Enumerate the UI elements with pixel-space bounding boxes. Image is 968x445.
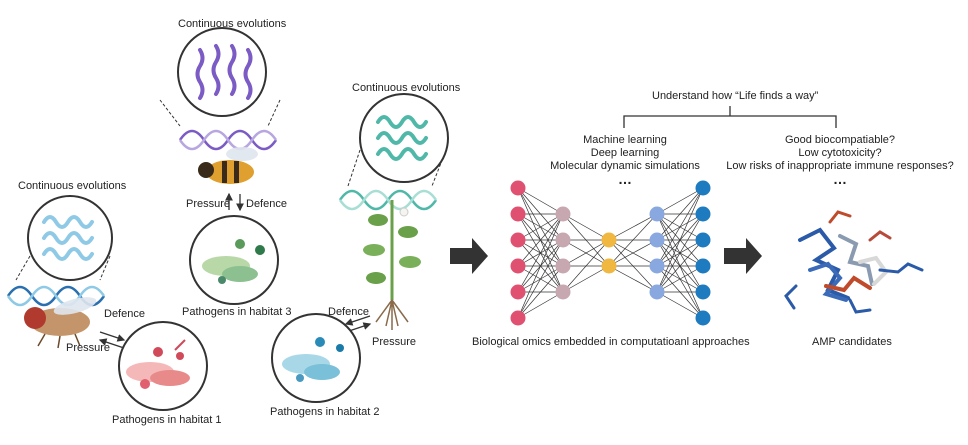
nn-edge bbox=[656, 187, 704, 241]
nn-node bbox=[555, 206, 571, 222]
nn-node bbox=[649, 284, 665, 300]
nn-edge bbox=[656, 187, 704, 293]
nn-edge bbox=[517, 291, 564, 319]
defence-label-2: Defence bbox=[328, 306, 369, 318]
methods-list: Machine learning Deep learning Molecular… bbox=[540, 134, 710, 186]
pathogen-icon bbox=[126, 339, 190, 389]
nn-node bbox=[649, 232, 665, 248]
pathogen-icon bbox=[282, 337, 344, 382]
nn-node bbox=[601, 232, 617, 248]
nn-node bbox=[510, 284, 526, 300]
habitat2-label: Pathogens in habitat 2 bbox=[270, 406, 380, 418]
helix-icon bbox=[195, 44, 253, 100]
nn-edge bbox=[656, 187, 704, 215]
nn-node bbox=[695, 180, 711, 196]
pressure-label-1: Pressure bbox=[66, 342, 111, 354]
defence-arrow-1 bbox=[99, 331, 126, 342]
nn-node bbox=[510, 206, 526, 222]
question-cytotoxicity: Low cytotoxicity? bbox=[798, 147, 882, 159]
nn-node bbox=[695, 206, 711, 222]
nn-edge bbox=[562, 265, 610, 293]
nn-edge bbox=[517, 213, 564, 267]
nn-edge bbox=[656, 239, 704, 293]
nn-edge bbox=[517, 213, 564, 319]
continuous-evolutions-label-bee: Continuous evolutions bbox=[178, 18, 287, 30]
helix-circle-fly bbox=[27, 195, 113, 281]
nn-node bbox=[555, 284, 571, 300]
continuous-evolutions-label-fly: Continuous evolutions bbox=[18, 180, 127, 192]
top-bracket bbox=[623, 106, 837, 128]
helix-icon bbox=[376, 115, 428, 161]
nn-edge bbox=[517, 239, 564, 319]
question-biocompatible: Good biocompatiable? bbox=[784, 134, 896, 146]
nn-edge bbox=[656, 265, 704, 293]
nn-node bbox=[510, 258, 526, 274]
understand-label: Understand how “Life finds a way” bbox=[652, 90, 819, 102]
nn-edge bbox=[517, 213, 564, 241]
nn-node bbox=[649, 258, 665, 274]
nn-edge bbox=[562, 239, 610, 293]
nn-edge bbox=[608, 265, 658, 293]
pathogen-circle-1 bbox=[118, 321, 208, 411]
nn-edge bbox=[656, 291, 704, 319]
nn-node bbox=[601, 258, 617, 274]
nn-node bbox=[649, 206, 665, 222]
fly-icon bbox=[24, 297, 97, 349]
habitat1-label: Pathogens in habitat 1 bbox=[112, 414, 222, 426]
nn-edge bbox=[608, 213, 658, 267]
pathogen-icon bbox=[202, 239, 265, 284]
nn-edge bbox=[517, 187, 564, 215]
nn-edge bbox=[608, 213, 658, 241]
method-md-simulations: Molecular dynamic simulations bbox=[550, 160, 700, 172]
dna-icon bbox=[338, 189, 438, 211]
nn-node bbox=[555, 258, 571, 274]
questions-ellipsis: … bbox=[833, 171, 847, 187]
nn-node bbox=[695, 232, 711, 248]
helix-icon bbox=[42, 215, 94, 261]
question-immune: Low risks of inappropriate immune respon… bbox=[726, 160, 954, 172]
arrow-icon bbox=[450, 238, 488, 274]
amp-caption: AMP candidates bbox=[812, 336, 892, 348]
dna-icon bbox=[178, 129, 278, 151]
defence-label-3: Defence bbox=[246, 198, 287, 210]
omics-caption: Biological omics embedded in computatioa… bbox=[472, 336, 750, 348]
nn-node bbox=[510, 310, 526, 326]
nn-node bbox=[695, 284, 711, 300]
nn-node bbox=[695, 310, 711, 326]
nn-edge bbox=[517, 213, 564, 293]
nn-edge bbox=[656, 213, 704, 293]
nn-edge bbox=[608, 239, 658, 267]
method-machine-learning: Machine learning bbox=[583, 134, 667, 146]
continuous-evolutions-label-plant: Continuous evolutions bbox=[352, 82, 461, 94]
bee-icon bbox=[198, 147, 258, 184]
pathogen-circle-3 bbox=[189, 215, 279, 305]
nn-edge bbox=[517, 265, 564, 319]
methods-ellipsis: … bbox=[618, 171, 632, 187]
nn-node bbox=[695, 258, 711, 274]
nn-edge bbox=[656, 187, 704, 267]
questions-list: Good biocompatiable? Low cytotoxicity? L… bbox=[712, 134, 968, 186]
arrow-icon bbox=[724, 238, 762, 274]
pressure-arrow-1 bbox=[98, 338, 125, 349]
habitat3-label: Pathogens in habitat 3 bbox=[182, 306, 292, 318]
nn-node bbox=[510, 180, 526, 196]
pathogen-circle-2 bbox=[271, 313, 361, 403]
nn-edge bbox=[562, 239, 610, 267]
nn-node bbox=[510, 232, 526, 248]
helix-circle-plant bbox=[359, 93, 449, 183]
helix-circle-bee bbox=[177, 27, 267, 117]
nn-edge bbox=[562, 213, 610, 241]
neural-network bbox=[510, 180, 711, 326]
pressure-label-2: Pressure bbox=[372, 336, 417, 348]
plant-icon bbox=[363, 200, 421, 330]
pressure-label-3: Pressure bbox=[186, 198, 231, 210]
defence-arrow-2 bbox=[344, 315, 371, 326]
nn-node bbox=[555, 232, 571, 248]
method-deep-learning: Deep learning bbox=[590, 147, 660, 159]
defence-label-1: Defence bbox=[104, 308, 145, 320]
protein-icon bbox=[784, 210, 924, 314]
